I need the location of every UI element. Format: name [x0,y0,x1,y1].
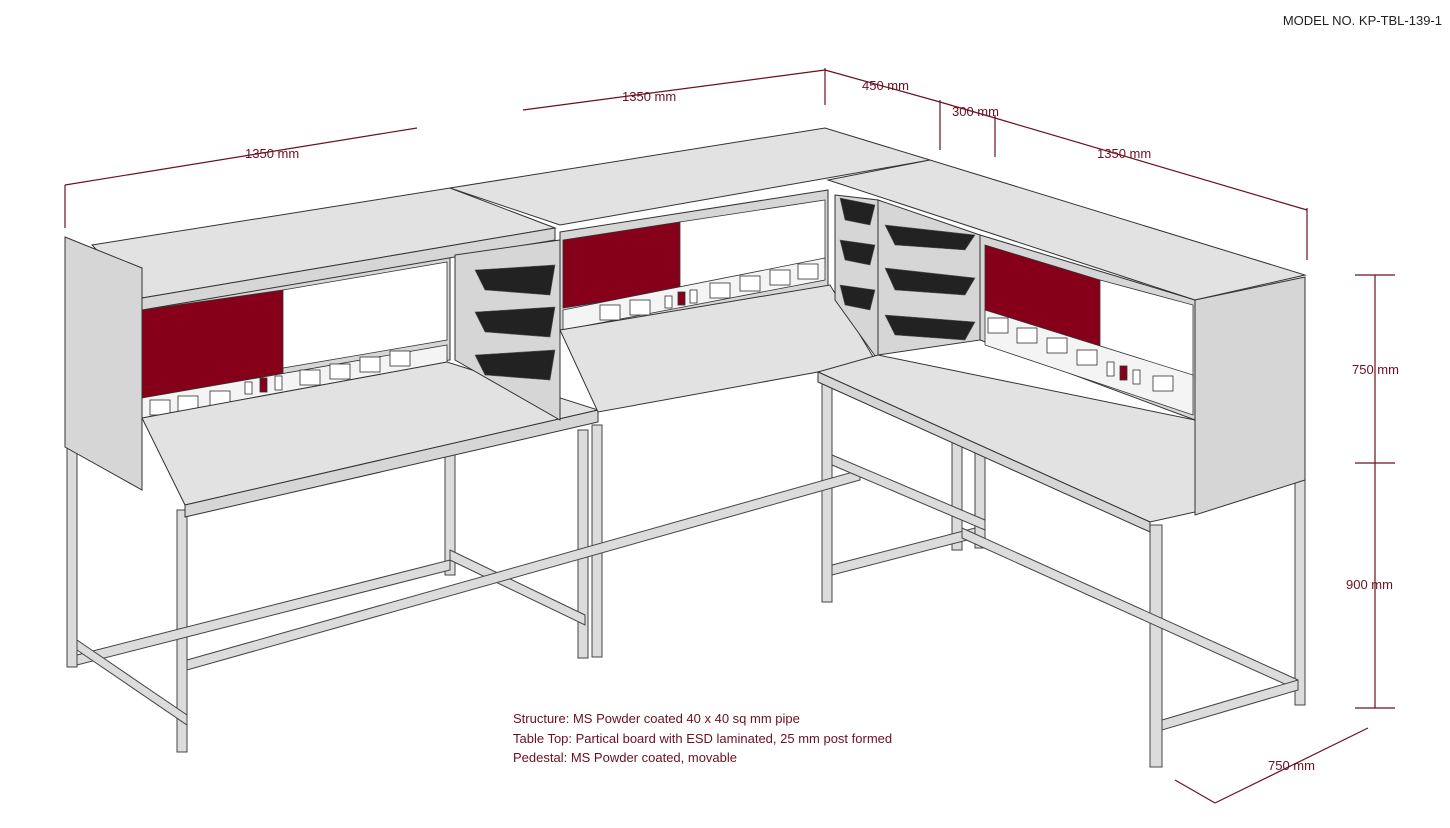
storage-bins [839,197,876,311]
power-sockets [149,350,411,416]
dim-corner-offset: 300 mm [952,104,999,119]
dim-left-width: 1350 mm [245,146,299,161]
spec-table-top: Table Top: Partical board with ESD lamin… [513,730,893,746]
dim-middle-width: 1350 mm [622,89,676,104]
dim-right-width: 1350 mm [1097,146,1151,161]
left-workstation [64,187,600,518]
dim-table-depth: 750 mm [1268,758,1315,773]
spec-pedestal: Pedestal: MS Powder coated, movable [513,750,738,765]
side-panel [1194,276,1306,516]
spec-structure: Structure: MS Powder coated 40 x 40 sq m… [513,711,800,726]
leg-frame [66,379,1306,768]
dim-upper-height: 750 mm [1352,362,1399,377]
power-sockets [599,263,819,321]
dim-corner-depth: 450 mm [862,78,909,93]
specifications: Structure: MS Powder coated 40 x 40 sq m… [513,709,892,768]
side-panel [64,236,143,491]
dim-table-height: 900 mm [1346,577,1393,592]
model-number: MODEL NO. KP-TBL-139-1 [1282,13,1442,28]
power-sockets [987,317,1174,392]
storage-bins [884,224,976,341]
storage-bins [474,264,556,381]
middle-workstation [449,127,931,413]
dimension-lines [64,68,1395,804]
right-workstation [816,159,1307,533]
